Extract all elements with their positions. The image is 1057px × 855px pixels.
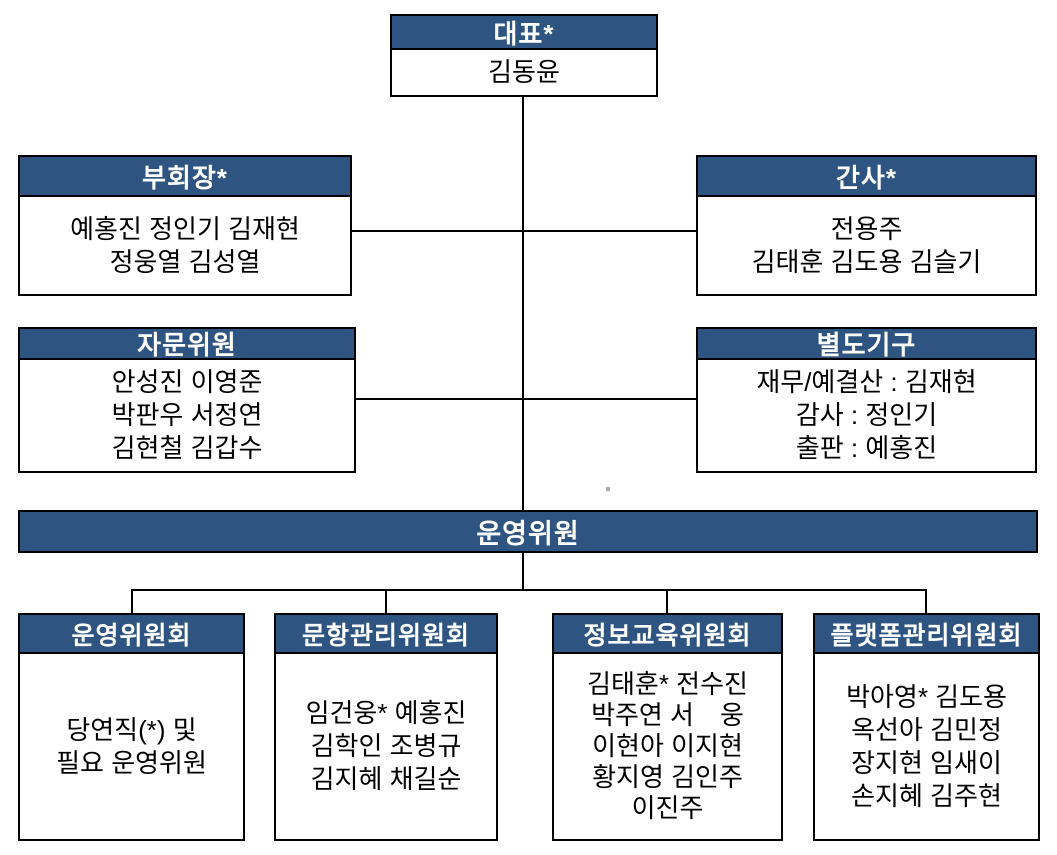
member-line: 김동윤 — [488, 57, 560, 87]
member-line: 박주연 서 웅 — [591, 700, 744, 730]
box-separate-org: 별도기구 재무/예결산 : 김재현 감사 : 정인기 출판 : 예홍진 — [696, 327, 1037, 473]
member-line: 임건웅* 예홍진 — [305, 698, 467, 728]
member-line: 황지영 김인주 — [592, 762, 743, 792]
box-separate-org-members: 재무/예결산 : 김재현 감사 : 정인기 출판 : 예홍진 — [698, 360, 1035, 471]
box-secretary: 간사* 전용주 김태훈 김도용 김슬기 — [696, 155, 1037, 296]
connector-row3-horizontal — [356, 398, 696, 400]
box-secretary-title: 간사* — [698, 157, 1035, 197]
connector-trunk-top — [522, 97, 524, 510]
box-advisory: 자문위원 안성진 이영준 박판우 서정연 김현철 김갑수 — [18, 327, 356, 473]
box-committee-item-management-members: 임건웅* 예홍진 김학인 조병규 김지혜 채길순 — [276, 654, 496, 839]
box-secretary-members: 전용주 김태훈 김도용 김슬기 — [698, 197, 1035, 294]
steering-band: 운영위원 — [18, 510, 1038, 553]
box-advisory-title: 자문위원 — [20, 329, 354, 360]
connector-stub-committee-4 — [925, 589, 927, 613]
box-committee-info-education-title: 정보교육위원회 — [554, 615, 781, 654]
connector-stub-committee-3 — [666, 589, 668, 613]
box-vice-chair-members: 예홍진 정인기 김재현 정웅열 김성열 — [20, 197, 350, 294]
box-committee-platform-management: 플랫폼관리위원회 박아영* 김도용 옥선아 김민정 장지현 임새이 손지혜 김주… — [813, 613, 1040, 841]
member-line: 김현철 김갑수 — [111, 433, 263, 463]
box-ceo-title: 대표* — [392, 16, 656, 50]
member-line: 박판우 서정연 — [111, 400, 263, 430]
box-committee-steering-title: 운영위원회 — [20, 615, 243, 654]
box-advisory-members: 안성진 이영준 박판우 서정연 김현철 김갑수 — [20, 360, 354, 471]
box-separate-org-title: 별도기구 — [698, 329, 1035, 360]
member-line: 이현아 이지현 — [592, 731, 743, 761]
connector-stub-committee-2 — [385, 589, 387, 613]
member-line: 김학인 조병규 — [310, 731, 462, 761]
box-vice-chair: 부회장* 예홍진 정인기 김재현 정웅열 김성열 — [18, 155, 352, 296]
box-ceo: 대표* 김동윤 — [390, 14, 658, 97]
box-ceo-members: 김동윤 — [392, 50, 656, 95]
member-line: 출판 : 예홍진 — [795, 433, 938, 463]
member-line: 예홍진 정인기 김재현 — [70, 213, 300, 244]
box-committee-item-management-title: 문항관리위원회 — [276, 615, 496, 654]
member-line: 박아영* 김도용 — [846, 681, 1007, 712]
member-line: 당연직(*) 및 — [66, 714, 197, 745]
member-line: 옥선아 김민정 — [851, 714, 1002, 745]
box-committee-info-education: 정보교육위원회 김태훈* 전수진 박주연 서 웅 이현아 이지현 황지영 김인주… — [552, 613, 783, 841]
box-committee-platform-management-title: 플랫폼관리위원회 — [815, 615, 1038, 654]
stray-dot — [606, 487, 610, 491]
connector-committees-horizontal — [131, 589, 927, 591]
member-line: 재무/예결산 : 김재현 — [756, 367, 977, 397]
box-committee-steering: 운영위원회 당연직(*) 및 필요 운영위원 — [18, 613, 245, 841]
member-line: 감사 : 정인기 — [795, 400, 938, 430]
member-line: 필요 운영위원 — [56, 747, 207, 778]
box-committee-item-management: 문항관리위원회 임건웅* 예홍진 김학인 조병규 김지혜 채길순 — [274, 613, 498, 841]
member-line: 이진주 — [631, 793, 704, 823]
member-line: 김태훈 김도용 김슬기 — [751, 246, 982, 277]
member-line: 정웅열 김성열 — [109, 246, 261, 277]
connector-row2-horizontal — [352, 230, 696, 232]
box-committee-platform-management-members: 박아영* 김도용 옥선아 김민정 장지현 임새이 손지혜 김주현 — [815, 654, 1038, 839]
member-line: 전용주 — [830, 213, 903, 244]
member-line: 김태훈* 전수진 — [587, 669, 748, 699]
member-line: 안성진 이영준 — [111, 367, 263, 397]
connector-trunk-bottom — [522, 552, 524, 590]
member-line: 장지현 임새이 — [851, 747, 1002, 778]
member-line: 김지혜 채길순 — [310, 764, 462, 794]
box-committee-info-education-members: 김태훈* 전수진 박주연 서 웅 이현아 이지현 황지영 김인주 이진주 — [554, 654, 781, 839]
box-committee-steering-members: 당연직(*) 및 필요 운영위원 — [20, 654, 243, 839]
box-vice-chair-title: 부회장* — [20, 157, 350, 197]
connector-stub-committee-1 — [131, 589, 133, 613]
member-line: 손지혜 김주현 — [851, 780, 1002, 811]
